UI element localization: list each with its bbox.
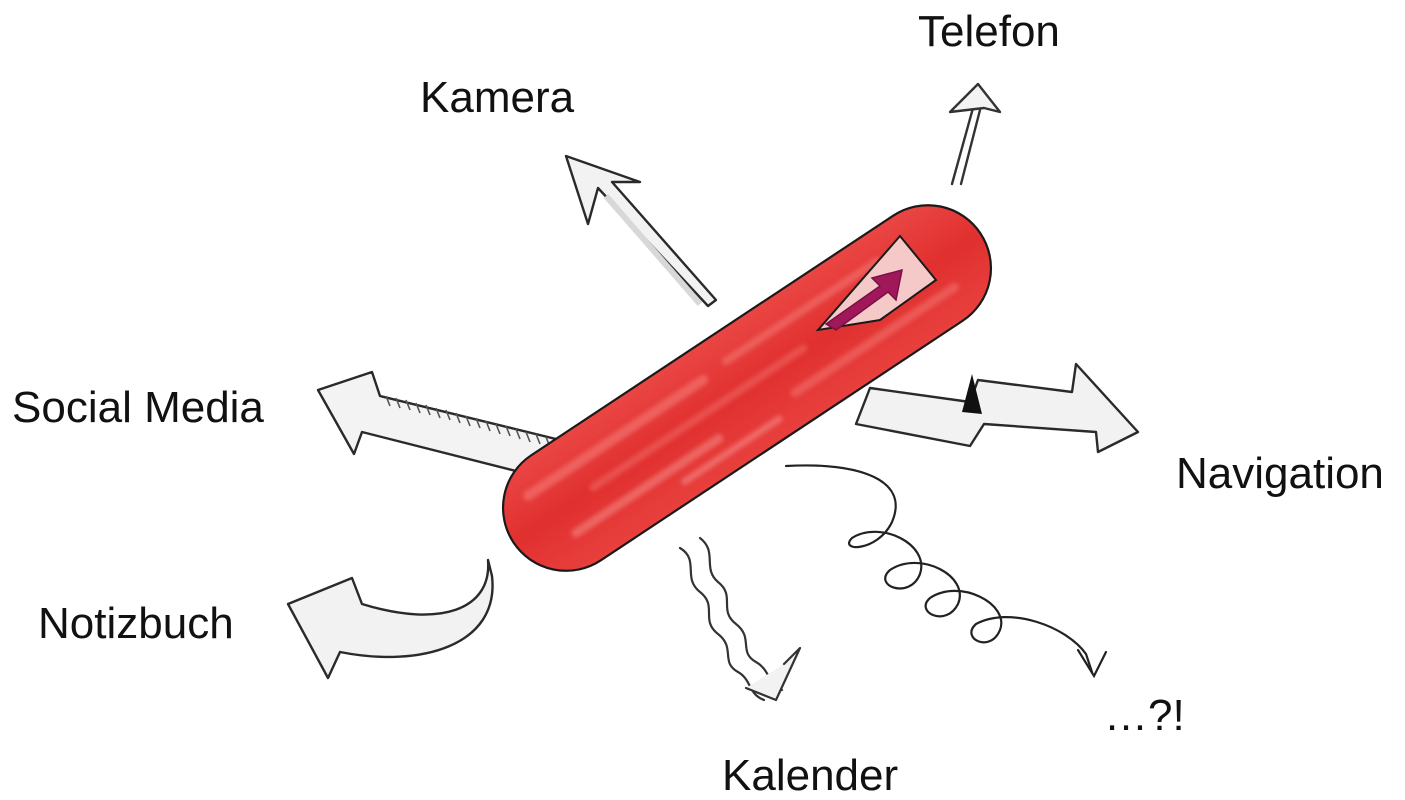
- telefon-arrow: [950, 84, 1000, 184]
- notizbuch-arrow: [288, 560, 493, 678]
- social-media-arrow: [318, 372, 560, 472]
- navigation-arrow: [856, 364, 1138, 452]
- kalender-arrow: [680, 538, 800, 700]
- label-notizbuch: Notizbuch: [38, 602, 234, 646]
- knife-body: [479, 181, 1016, 595]
- kamera-arrow: [566, 156, 716, 306]
- unknown-curl-arrow: [786, 465, 1106, 676]
- label-telefon: Telefon: [918, 10, 1060, 54]
- label-unknown: …?!: [1104, 694, 1185, 738]
- label-kamera: Kamera: [420, 76, 574, 120]
- label-social-media: Social Media: [12, 386, 264, 430]
- label-navigation: Navigation: [1176, 452, 1384, 496]
- label-kalender: Kalender: [722, 754, 898, 798]
